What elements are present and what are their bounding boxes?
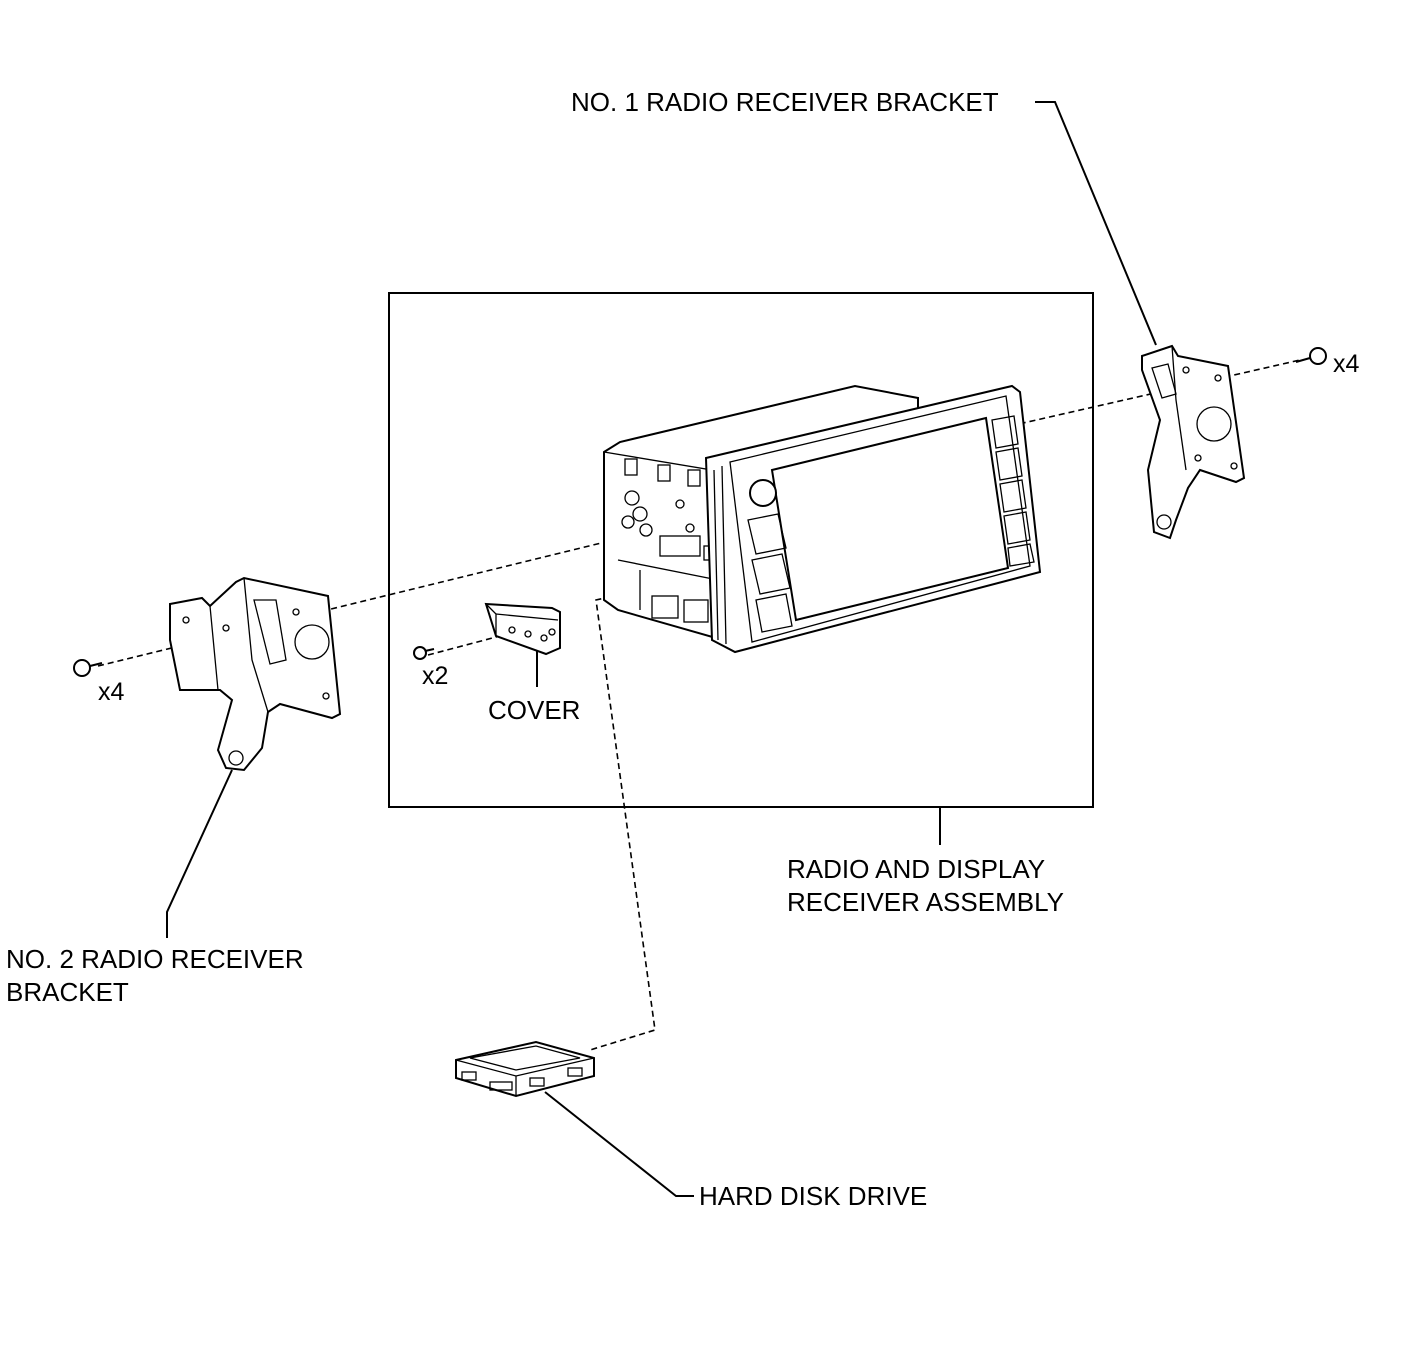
assembly-label-line-2: RECEIVER ASSEMBLY xyxy=(787,887,1064,917)
left-screw-drawing xyxy=(73,659,103,677)
leader-bracket-2 xyxy=(166,769,233,938)
right-screw-drawing xyxy=(1295,347,1327,365)
leader-bracket-1 xyxy=(1035,101,1157,346)
hdd-part-drawing xyxy=(455,1040,595,1098)
cover-part-drawing xyxy=(484,602,561,656)
assembly-frame xyxy=(388,292,1094,808)
cover-screw-quantity: x2 xyxy=(422,662,449,690)
cover-screw-drawing xyxy=(413,646,435,660)
cover-label: COVER xyxy=(488,695,581,725)
assembly-label-line-1: RADIO AND DISPLAY xyxy=(787,854,1046,884)
bracket-2-label: NO. 2 RADIO RECEIVER BRACKET xyxy=(6,943,304,1009)
bracket-1-label: NO. 1 RADIO RECEIVER BRACKET xyxy=(571,87,999,117)
align-line-hdd xyxy=(589,569,729,1051)
hdd-label: HARD DISK DRIVE xyxy=(699,1181,928,1211)
left-screw-quantity: x4 xyxy=(98,678,125,706)
right-screw-quantity: x4 xyxy=(1333,350,1360,378)
receiver-unit-drawing xyxy=(603,384,1042,654)
align-line-cover xyxy=(427,635,501,656)
bracket-1-drawing xyxy=(1141,344,1246,540)
bracket-2-drawing xyxy=(169,576,342,772)
assembly-label: RADIO AND DISPLAY RECEIVER ASSEMBLY xyxy=(787,853,1064,919)
bracket-2-label-line-1: NO. 2 RADIO RECEIVER xyxy=(6,944,304,974)
bracket-2-label-line-2: BRACKET xyxy=(6,977,129,1007)
leader-hdd xyxy=(544,1091,694,1197)
